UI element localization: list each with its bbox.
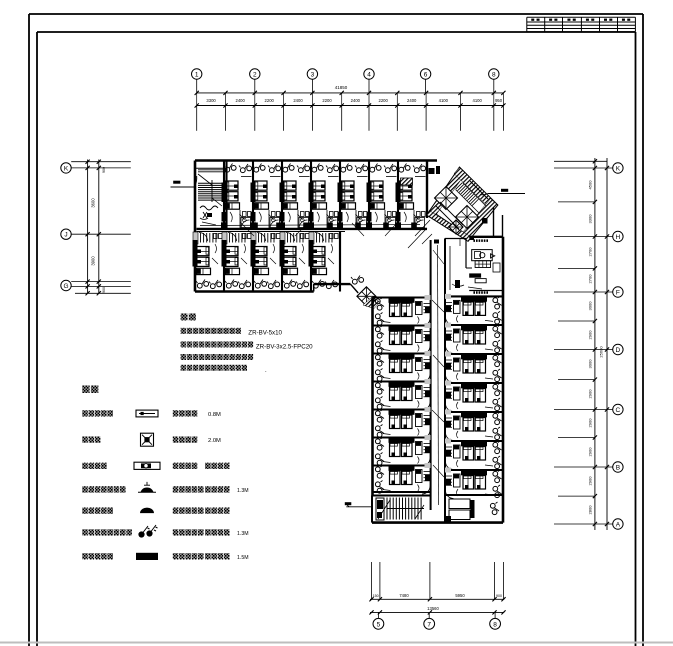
svg-text:950: 950: [495, 98, 503, 103]
svg-text:4100: 4100: [472, 98, 482, 103]
svg-text:1.5M: 1.5M: [237, 555, 249, 561]
svg-text:5950: 5950: [455, 593, 465, 598]
svg-text:8: 8: [492, 72, 496, 79]
svg-text:2800: 2800: [588, 505, 593, 515]
svg-text:41850: 41850: [335, 85, 348, 90]
svg-text:900: 900: [102, 167, 106, 173]
svg-text:1.3M: 1.3M: [237, 531, 249, 537]
svg-text:2700: 2700: [588, 274, 593, 284]
svg-text:900: 900: [496, 594, 502, 598]
svg-text:2400: 2400: [293, 98, 303, 103]
svg-text:8: 8: [493, 621, 497, 628]
svg-text:K: K: [616, 165, 621, 172]
svg-text:ZR-BV-5x10: ZR-BV-5x10: [248, 330, 282, 337]
svg-text:3900: 3900: [91, 256, 96, 266]
svg-text:G: G: [63, 283, 68, 290]
svg-text:3000: 3000: [588, 359, 593, 369]
svg-text:2400: 2400: [351, 98, 361, 103]
svg-text:2700: 2700: [588, 247, 593, 257]
svg-text:D: D: [616, 347, 621, 354]
svg-text:J: J: [64, 232, 67, 239]
svg-text:H: H: [616, 234, 621, 241]
svg-text:6: 6: [424, 72, 428, 79]
svg-text:2900: 2900: [588, 330, 593, 340]
svg-text:2200: 2200: [378, 98, 388, 103]
svg-text:F: F: [616, 289, 620, 296]
svg-text:5: 5: [377, 621, 381, 628]
svg-text:3: 3: [311, 72, 315, 79]
svg-text:4500: 4500: [588, 180, 593, 190]
svg-text:K: K: [64, 165, 69, 172]
svg-text:2400: 2400: [235, 98, 245, 103]
svg-text:4100: 4100: [439, 98, 449, 103]
svg-text:1.3M: 1.3M: [237, 488, 249, 494]
svg-text:900: 900: [102, 287, 106, 293]
svg-text:7480: 7480: [399, 593, 409, 598]
svg-text:1: 1: [195, 72, 199, 79]
svg-text:3000: 3000: [588, 301, 593, 311]
svg-text:C: C: [616, 407, 621, 414]
svg-text:B: B: [616, 464, 620, 471]
svg-text:2: 2: [253, 72, 257, 79]
svg-text:150: 150: [373, 594, 379, 598]
svg-text:ZR-BV-3x2.5-FPC20: ZR-BV-3x2.5-FPC20: [256, 343, 313, 350]
svg-text:.: .: [265, 368, 267, 374]
svg-text:13560: 13560: [427, 606, 439, 611]
svg-text:2900: 2900: [588, 418, 593, 428]
svg-text:2900: 2900: [588, 447, 593, 457]
svg-text:2.0M: 2.0M: [208, 438, 221, 444]
svg-text:3300: 3300: [588, 214, 593, 224]
svg-text:2200: 2200: [322, 98, 332, 103]
svg-text:2900: 2900: [588, 389, 593, 399]
svg-text:2900: 2900: [588, 476, 593, 486]
svg-text:0.8M: 0.8M: [208, 412, 221, 418]
svg-text:25600: 25600: [599, 346, 604, 358]
svg-text:3600: 3600: [91, 198, 96, 208]
svg-text:7: 7: [427, 621, 431, 628]
svg-text:4: 4: [367, 72, 371, 79]
svg-text:2200: 2200: [265, 98, 275, 103]
svg-text:2400: 2400: [407, 98, 417, 103]
svg-text:3300: 3300: [206, 98, 216, 103]
svg-text:A: A: [616, 521, 621, 528]
